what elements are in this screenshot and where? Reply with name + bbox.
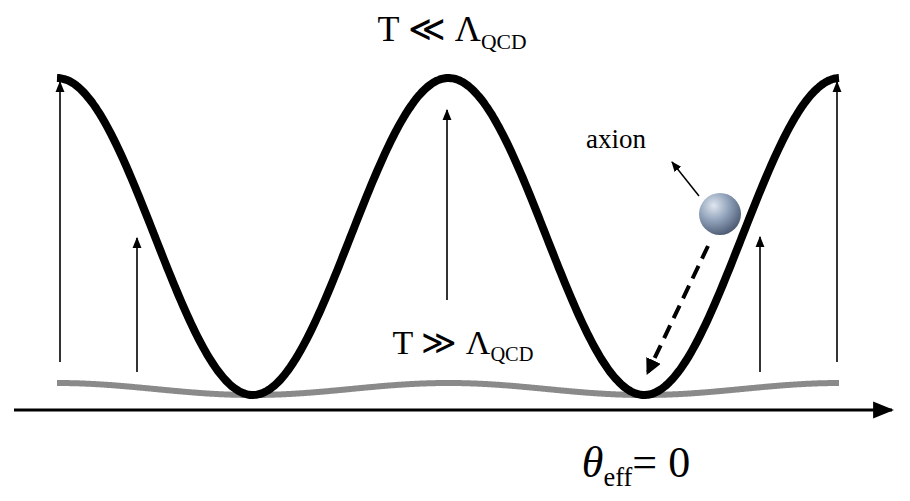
label-text: = 0	[632, 438, 690, 487]
roll-arrow	[648, 246, 708, 372]
label-text: T ≪ Λ	[377, 9, 480, 49]
low-temperature-label: T ≪ ΛQCD	[377, 10, 526, 54]
subscript: QCD	[490, 343, 533, 365]
high-temperature-potential	[57, 383, 839, 395]
axion-ball	[699, 193, 741, 235]
high-temperature-label: T ≫ ΛQCD	[393, 324, 534, 366]
lift-arrow	[446, 110, 448, 300]
lift-arrow	[59, 82, 61, 362]
leader-line	[672, 162, 699, 196]
lift-arrow	[836, 82, 838, 362]
label-text: axion	[586, 124, 646, 154]
label-text: T ≫ Λ	[393, 324, 491, 361]
lift-arrow	[136, 238, 138, 372]
subscript: eff	[603, 463, 632, 493]
subscript: QCD	[481, 29, 527, 53]
theta-axis	[14, 409, 892, 412]
low-temperature-potential	[57, 78, 839, 395]
theta-label: θeff= 0	[582, 439, 690, 492]
lift-arrows	[60, 82, 837, 372]
label-text: θ	[582, 438, 604, 487]
axion-label: axion	[586, 125, 646, 155]
lift-arrow	[759, 237, 761, 372]
